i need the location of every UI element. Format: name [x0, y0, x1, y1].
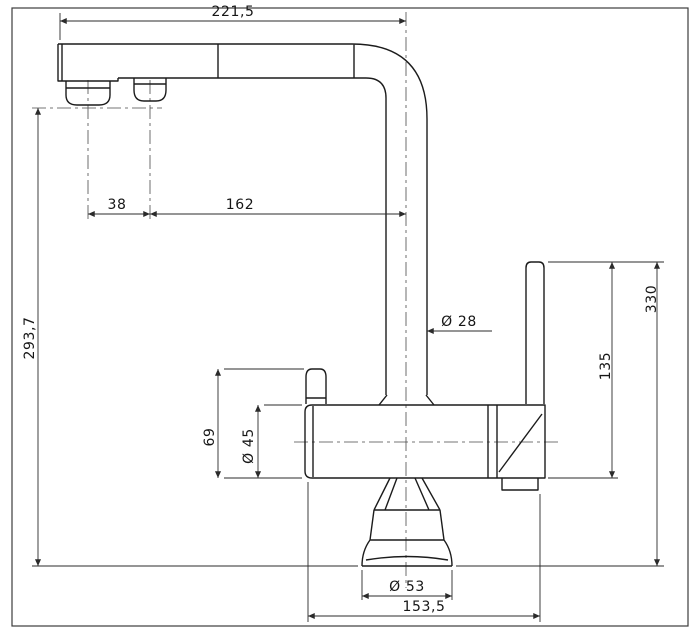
base-and-outlet-cone: [361, 477, 453, 567]
dim-label-spout-diameter: Ø 28: [441, 314, 477, 330]
drawing-border: [11, 7, 689, 627]
dim-label-knob-height: 69: [202, 427, 218, 446]
spout-and-riser: [57, 43, 435, 406]
dim-label-handle-span: 135: [598, 352, 614, 381]
dimension-labels: 221,5 38 162 293,7 Ø 28 330 135 69 Ø 45 …: [22, 4, 660, 615]
faucet-body: [304, 404, 546, 491]
extension-lines: [32, 13, 664, 622]
spray-outlets: [65, 78, 167, 106]
faucet-outline: [57, 43, 546, 567]
dim-label-spout-reach: 221,5: [211, 4, 254, 20]
dim-label-outlet-to-riser: 162: [226, 197, 255, 213]
dim-label-base-diameter: Ø 53: [389, 579, 425, 595]
dim-label-outlet-spacing: 38: [107, 197, 126, 213]
dim-label-base-width: 153,5: [402, 599, 445, 615]
handle-lever: [525, 261, 545, 404]
dim-label-spout-outlet-height: 293,7: [22, 316, 38, 359]
center-lines: [32, 12, 560, 588]
dim-label-overall-height: 330: [644, 285, 660, 314]
dim-label-body-diameter: Ø 45: [241, 428, 257, 464]
filter-knob: [305, 368, 327, 404]
dimension-lines: [34, 17, 661, 620]
